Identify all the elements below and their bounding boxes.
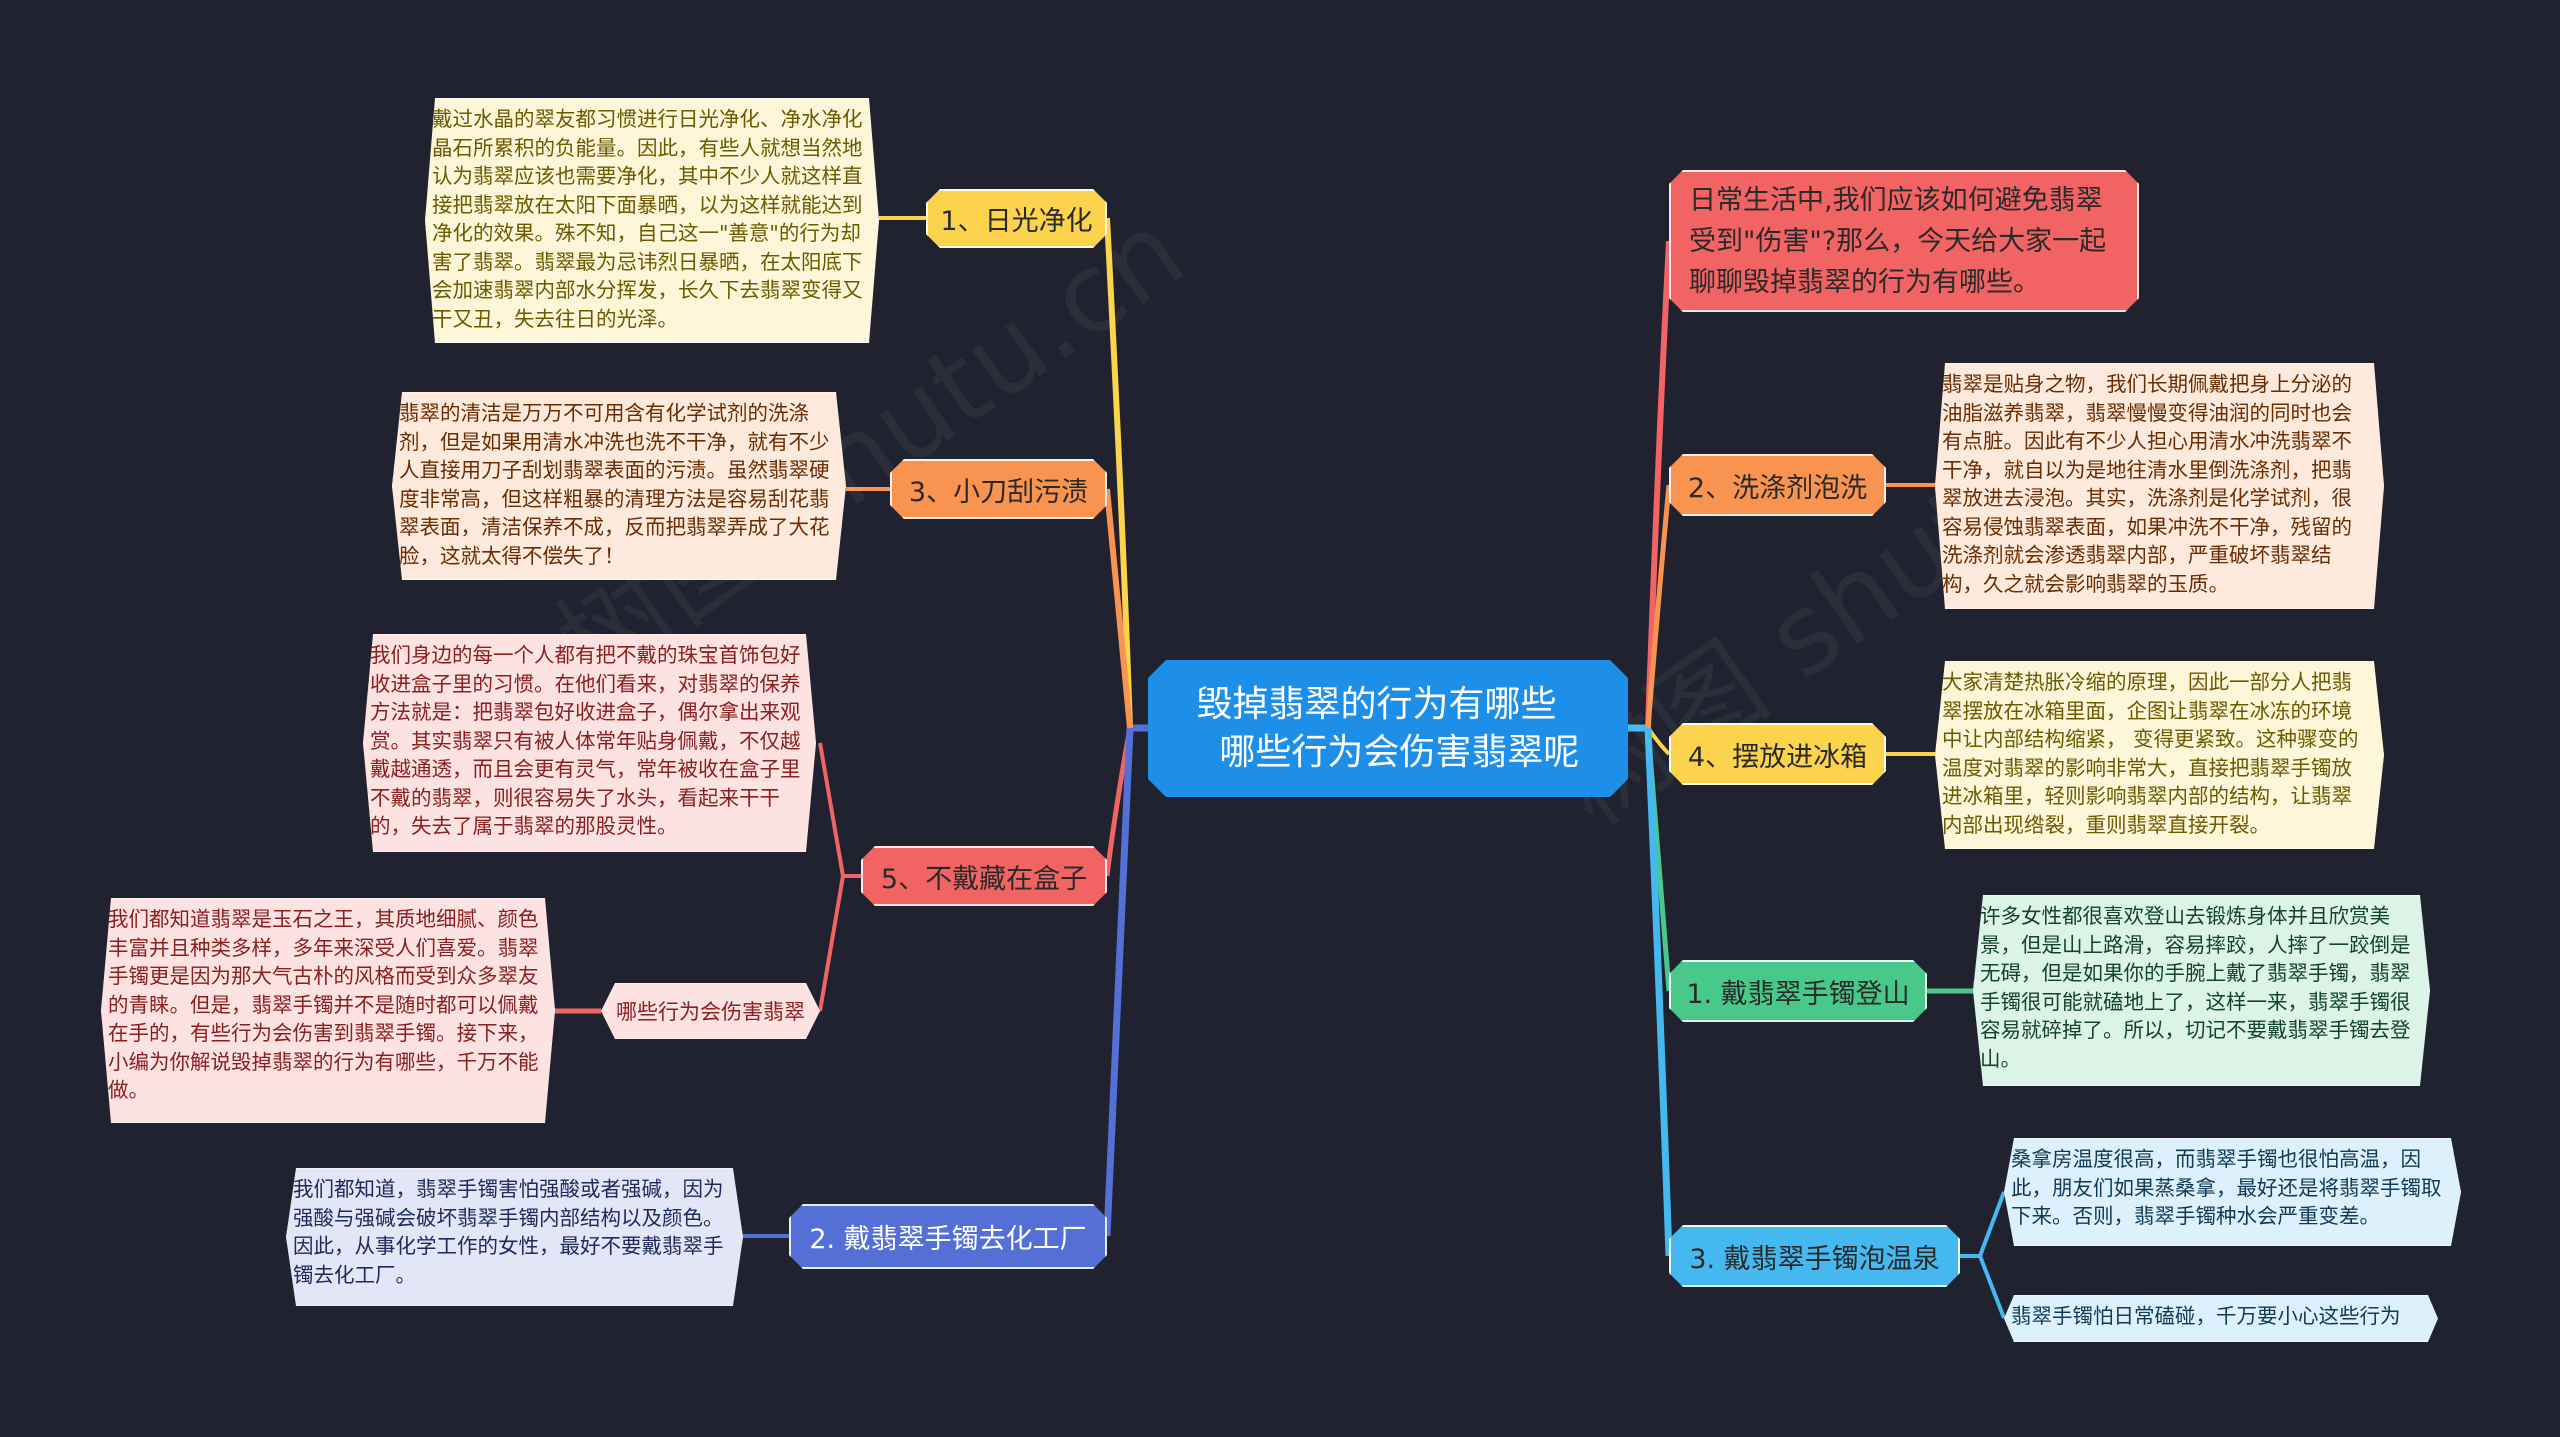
leaf-text: 大家清楚热胀冷缩的原理，因此一部分人把翡翠摆放在冰箱里面，企图让翡翠在冰冻的环境…	[1942, 670, 2359, 837]
intro-label: 日常生活中,我们应该如何避免翡翠受到"伤害"?那么，今天给大家一起聊聊毁掉翡翠的…	[1689, 184, 2107, 298]
branch-intro[interactable]: 日常生活中,我们应该如何避免翡翠受到"伤害"?那么，今天给大家一起聊聊毁掉翡翠的…	[1669, 170, 2139, 312]
branch-chemical-factory[interactable]: 2. 戴翡翠手镯去化工厂	[789, 1204, 1107, 1269]
leaf-text: 许多女性都很喜欢登山去锻炼身体并且欣赏美景，但是山上路滑，容易摔跤，人摔了一跤倒…	[1980, 904, 2411, 1071]
leaf-text: 我们身边的每一个人都有把不戴的珠宝首饰包好收进盒子里的习惯。在他们看来，对翡翠的…	[370, 643, 801, 838]
branch-fridge[interactable]: 4、摆放进冰箱	[1669, 723, 1886, 785]
leaf-daily-bumps: 翡翠手镯怕日常磕碰，千万要小心这些行为	[2004, 1295, 2438, 1342]
leaf-sun-purify: 戴过水晶的翠友都习惯进行日光净化、净水净化晶石所累积的负能量。因此，有些人就想当…	[425, 98, 879, 343]
leaf-text: 我们都知道翡翠是玉石之王，其质地细腻、颜色丰富并且种类多样，多年来深受人们喜爱。…	[108, 907, 539, 1102]
root-topic-label: 毁掉翡翠的行为有哪些 哪些行为会伤害翡翠呢	[1196, 683, 1580, 773]
branch-label: 1. 戴翡翠手镯登山	[1686, 978, 1910, 1010]
leaf-detergent-soak: 翡翠是贴身之物，我们长期佩戴把身上分泌的油脂滋养翡翠，翡翠慢慢变得油润的同时也会…	[1935, 363, 2384, 609]
branch-sun-purify[interactable]: 1、日光净化	[926, 189, 1107, 248]
branch-hot-spring[interactable]: 3. 戴翡翠手镯泡温泉	[1669, 1225, 1960, 1287]
branch-label: 2. 戴翡翠手镯去化工厂	[809, 1224, 1087, 1255]
leaf-text: 翡翠的清洁是万万不可用含有化学试剂的洗涤剂，但是如果用清水冲洗也洗不干净，就有不…	[399, 401, 830, 568]
leaf-intro-jade: 我们都知道翡翠是玉石之王，其质地细腻、颜色丰富并且种类多样，多年来深受人们喜爱。…	[101, 898, 555, 1123]
branch-label: 5、不戴藏在盒子	[880, 863, 1088, 895]
leaf-fridge: 大家清楚热胀冷缩的原理，因此一部分人把翡翠摆放在冰箱里面，企图让翡翠在冰冻的环境…	[1935, 661, 2384, 849]
leaf-text: 我们都知道，翡翠手镯害怕强酸或者强碱，因为强酸与强碱会破坏翡翠手镯内部结构以及颜…	[293, 1177, 724, 1287]
leaf-text: 翡翠是贴身之物，我们长期佩戴把身上分泌的油脂滋养翡翠，翡翠慢慢变得油润的同时也会…	[1942, 372, 2352, 596]
leaf-chemical-factory: 我们都知道，翡翠手镯害怕强酸或者强碱，因为强酸与强碱会破坏翡翠手镯内部结构以及颜…	[286, 1168, 743, 1306]
branch-hiking[interactable]: 1. 戴翡翠手镯登山	[1669, 960, 1927, 1022]
branch-knife-scrape[interactable]: 3、小刀刮污渍	[890, 459, 1107, 519]
leaf-hiking: 许多女性都很喜欢登山去锻炼身体并且欣赏美景，但是山上路滑，容易摔跤，人摔了一跤倒…	[1973, 895, 2430, 1086]
root-topic[interactable]: 毁掉翡翠的行为有哪些 哪些行为会伤害翡翠呢	[1148, 660, 1628, 797]
leaf-box-storage: 我们身边的每一个人都有把不戴的珠宝首饰包好收进盒子里的习惯。在他们看来，对翡翠的…	[363, 634, 816, 852]
branch-label: 3. 戴翡翠手镯泡温泉	[1689, 1243, 1940, 1275]
branch-label: 3、小刀刮污渍	[908, 476, 1089, 508]
branch-label: 1、日光净化	[940, 206, 1093, 237]
subtopic-label: 哪些行为会伤害翡翠	[616, 1000, 805, 1024]
leaf-text: 翡翠手镯怕日常磕碰，千万要小心这些行为	[2011, 1304, 2401, 1328]
leaf-text: 戴过水晶的翠友都习惯进行日光净化、净水净化晶石所累积的负能量。因此，有些人就想当…	[432, 107, 863, 331]
branch-label: 2、洗涤剂泡洗	[1687, 472, 1868, 504]
leaf-sauna: 桑拿房温度很高，而翡翠手镯也很怕高温，因此，朋友们如果蒸桑拿，最好还是将翡翠手镯…	[2004, 1138, 2461, 1246]
branch-detergent-soak[interactable]: 2、洗涤剂泡洗	[1669, 454, 1886, 516]
branch-label: 4、摆放进冰箱	[1687, 741, 1868, 773]
branch-box-storage[interactable]: 5、不戴藏在盒子	[861, 846, 1107, 906]
leaf-knife-scrape: 翡翠的清洁是万万不可用含有化学试剂的洗涤剂，但是如果用清水冲洗也洗不干净，就有不…	[392, 392, 846, 580]
subtopic-harmful-behaviors[interactable]: 哪些行为会伤害翡翠	[601, 983, 820, 1039]
leaf-text: 桑拿房温度很高，而翡翠手镯也很怕高温，因此，朋友们如果蒸桑拿，最好还是将翡翠手镯…	[2011, 1147, 2442, 1228]
